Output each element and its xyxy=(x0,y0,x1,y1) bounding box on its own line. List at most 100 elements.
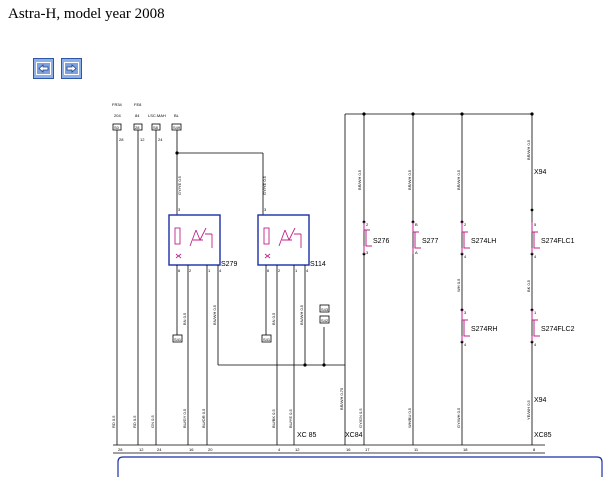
arrow-left-icon xyxy=(36,62,51,75)
switch4-wire: WH 0.5 xyxy=(456,278,461,292)
s274flc2-name: S274FLC2 xyxy=(541,326,575,333)
tag-box-label-1: S0 xyxy=(114,125,120,130)
connector-xc85-left: XC 85 xyxy=(297,432,317,439)
tag-box-label-4: S49 xyxy=(173,125,181,130)
bottom-wire-7: BU/YE 0.5 xyxy=(288,409,293,428)
s279-coil xyxy=(174,227,181,245)
ground-box-3 xyxy=(319,304,330,313)
ground-label-1: S41 xyxy=(174,337,182,342)
ground-box-2 xyxy=(261,334,272,343)
tag-box-4 xyxy=(171,123,182,131)
tag-label-1b: 204 xyxy=(114,113,121,118)
relay1-pin-b4: 4 xyxy=(219,268,222,273)
relay1-pin-b2: 2 xyxy=(189,268,192,273)
tag-pin-2: 12 xyxy=(140,137,145,142)
page-title: Astra-H, model year 2008 xyxy=(8,6,165,22)
switch-s277 xyxy=(412,222,421,254)
arrow-right-icon xyxy=(64,62,79,75)
relay2-name: S114 xyxy=(310,261,326,268)
bottom-wire-4: BU/GY 0.5 xyxy=(182,408,187,428)
s274flc1-pin-b: 4 xyxy=(534,254,537,259)
switch2-wire: BR/WH 0.5 xyxy=(407,169,412,190)
s276-name: S276 xyxy=(373,238,389,245)
relay2-pin6-wire: BN 0.5 xyxy=(271,312,276,325)
s276-pin-b: 3 xyxy=(366,250,369,255)
bottom-pin-11: 18 xyxy=(463,447,468,452)
bottom-pin-3: 24 xyxy=(157,447,162,452)
switch-s274rh xyxy=(461,310,470,342)
forward-button[interactable] xyxy=(61,58,82,79)
bottom-wire-6: BU/BK 0.5 xyxy=(271,409,276,428)
relay1-pin-b3: 1 xyxy=(208,268,211,273)
relay2-pin-b3: 1 xyxy=(295,268,298,273)
relay-s279 xyxy=(168,214,221,266)
s114-coil xyxy=(263,227,270,245)
bottom-wire-8: BR/WH 0.75 xyxy=(339,387,344,410)
switch6-wire: BK 0.5 xyxy=(526,279,531,292)
s274flc1-pin-a: 5 xyxy=(534,222,537,227)
bottom-pin-5: 20 xyxy=(208,447,213,452)
s274flc2-pin-b: 4 xyxy=(534,342,537,347)
connector-xc84: XC84 xyxy=(345,432,363,439)
bottom-pin-8: 16 xyxy=(346,447,351,452)
bottom-pin-9: 17 xyxy=(365,447,370,452)
tag-label-2a: FE8 xyxy=(134,102,142,107)
s274rh-pin-b: 4 xyxy=(464,342,467,347)
switch3-wire: BR/WH 0.5 xyxy=(456,169,461,190)
bottom-wire-9: GY/GN 0.5 xyxy=(358,408,363,428)
s277-pin-a: B xyxy=(415,222,418,227)
relay1-pin6-wire: BN 0.5 xyxy=(182,312,187,325)
relay2-pin-b4: 4 xyxy=(306,268,309,273)
relay2-pin4-wire: BN/WH 0.5 xyxy=(299,304,304,325)
tag-box-label-2: 28 xyxy=(135,125,140,130)
tag-box-label-3: S8 xyxy=(153,125,159,130)
ground-label-2: S41 xyxy=(263,337,271,342)
relay2-pin-top: 3 xyxy=(264,207,267,212)
tag-pin-1: 28 xyxy=(119,137,124,142)
bottom-pin-6: 4 xyxy=(278,447,281,452)
bottom-wire-3: GN 0.5 xyxy=(150,415,155,428)
ground-box-1 xyxy=(172,334,183,343)
s276-pin-a: 2 xyxy=(366,222,369,227)
bottom-pin-10: 11 xyxy=(414,447,419,452)
back-button[interactable] xyxy=(33,58,54,79)
relay2-pin-b1: 6 xyxy=(267,268,270,273)
bottom-wire-11: GY/WH 0.5 xyxy=(456,407,461,428)
switch5-wire: BR/WH 0.5 xyxy=(526,139,531,160)
bottom-wire-5: BU/OR 0.5 xyxy=(201,408,206,428)
bottom-pin-1: 28 xyxy=(118,447,123,452)
ground-label-4: S42 xyxy=(321,318,329,323)
s274lh-name: S274LH xyxy=(471,238,496,245)
bottom-wire-12: YE/WH 0.5 xyxy=(526,399,531,420)
relay2-pin-b2: 2 xyxy=(278,268,281,273)
s274lh-pin-b: 4 xyxy=(464,254,467,259)
s274rh-name: S274RH xyxy=(471,326,497,333)
relay1-name: S279 xyxy=(221,261,237,268)
tag-pin-3: 24 xyxy=(158,137,163,142)
tag-label-2b: 84 xyxy=(135,113,140,118)
s274flc2-pin-a: 1 xyxy=(534,310,537,315)
tag-label-4a: BL xyxy=(174,113,180,118)
relay-s114 xyxy=(257,214,310,266)
s274lh-pin-a: 2 xyxy=(464,222,467,227)
relay1-pin-b1: 6 xyxy=(178,268,181,273)
switch-s274flc1 xyxy=(531,222,540,254)
tag-label-1a: FR34 xyxy=(112,102,123,107)
switch-s274flc2 xyxy=(531,310,540,342)
ground-label-3: S43 xyxy=(321,307,329,312)
relay1-pin4-wire: BN/WH 0.5 xyxy=(212,304,217,325)
s277-pin-b: A xyxy=(415,250,418,255)
relay2-wire-in: GY/YE 0.5 xyxy=(262,175,267,195)
s274rh-pin-a: 3 xyxy=(464,310,467,315)
connector-xc85-right: XC85 xyxy=(534,432,552,439)
switch1-wire: BR/WH 0.5 xyxy=(357,169,362,190)
bottom-pin-7: 12 xyxy=(295,447,300,452)
s274flc1-name: S274FLC1 xyxy=(541,238,575,245)
bottom-pin-12: 8 xyxy=(533,447,536,452)
switch-s274lh xyxy=(461,222,470,254)
connector-x94-top: X94 xyxy=(534,169,547,176)
bottom-wire-2: RD 0.5 xyxy=(132,415,137,428)
bottom-pin-2: 12 xyxy=(139,447,144,452)
bottom-wire-10: WH/BU 0.5 xyxy=(407,407,412,428)
